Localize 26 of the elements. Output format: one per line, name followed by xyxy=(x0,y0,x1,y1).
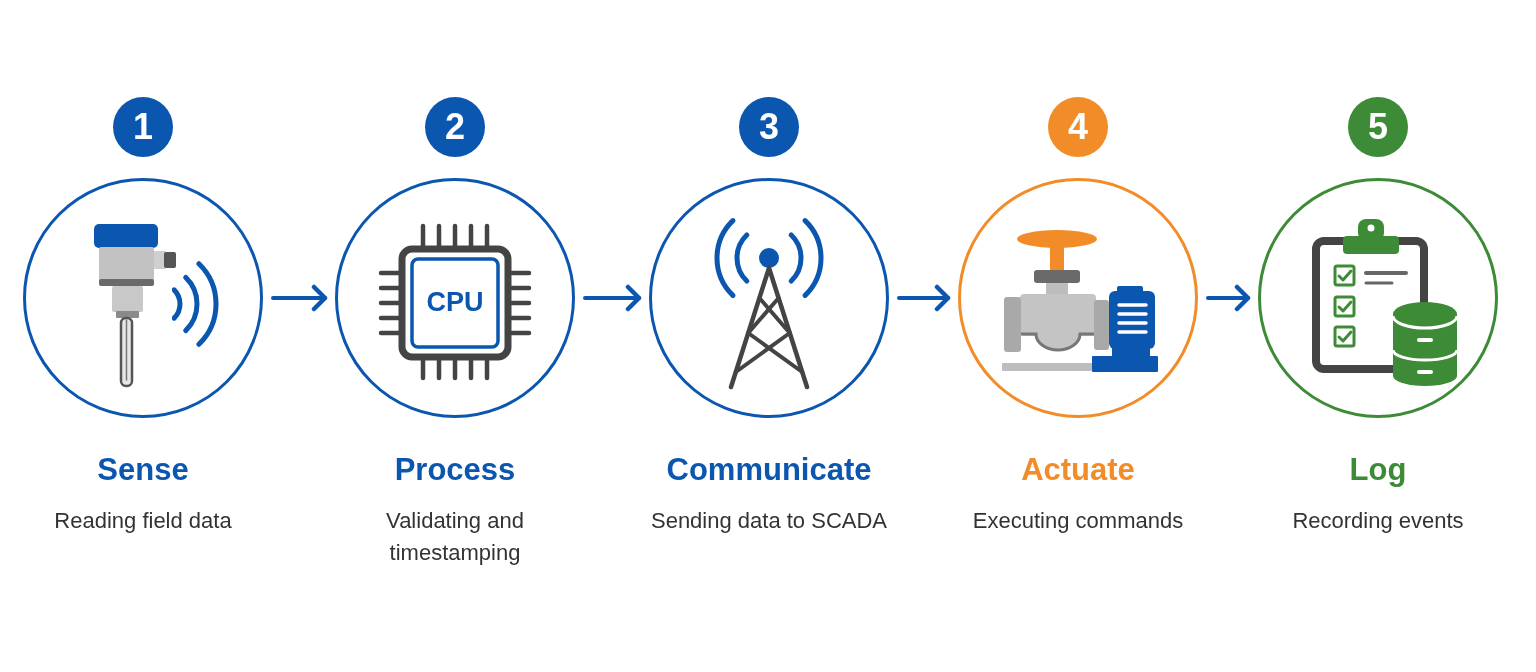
number-badge xyxy=(1348,97,1408,157)
step-title: Communicate xyxy=(666,452,872,488)
step-number: 2 xyxy=(445,109,465,145)
step-number: 5 xyxy=(1368,109,1388,145)
step-title: Sense xyxy=(97,452,189,488)
step-title: Process xyxy=(394,452,516,488)
number-badge xyxy=(113,97,173,157)
chip-label: CPU xyxy=(426,287,484,317)
number-badge xyxy=(425,97,485,157)
step-number: 1 xyxy=(133,109,153,145)
arrow xyxy=(897,284,951,312)
step-description: Validating and timestamping xyxy=(385,507,525,567)
arrow xyxy=(1206,284,1251,312)
step-title: Actuate xyxy=(1021,452,1135,488)
arrow xyxy=(583,284,642,312)
step-description: Reading field data xyxy=(54,507,232,535)
number-badge xyxy=(739,97,799,157)
step-number: 4 xyxy=(1068,109,1088,145)
step-description: Sending data to SCADA xyxy=(651,507,887,535)
step-description: Executing commands xyxy=(972,507,1184,535)
step-number: 3 xyxy=(759,109,779,145)
cpu-chip xyxy=(377,222,533,382)
step-title: Log xyxy=(1349,452,1407,488)
arrow xyxy=(271,284,328,312)
number-badge xyxy=(1048,97,1108,157)
step-description: Recording events xyxy=(1292,507,1464,535)
